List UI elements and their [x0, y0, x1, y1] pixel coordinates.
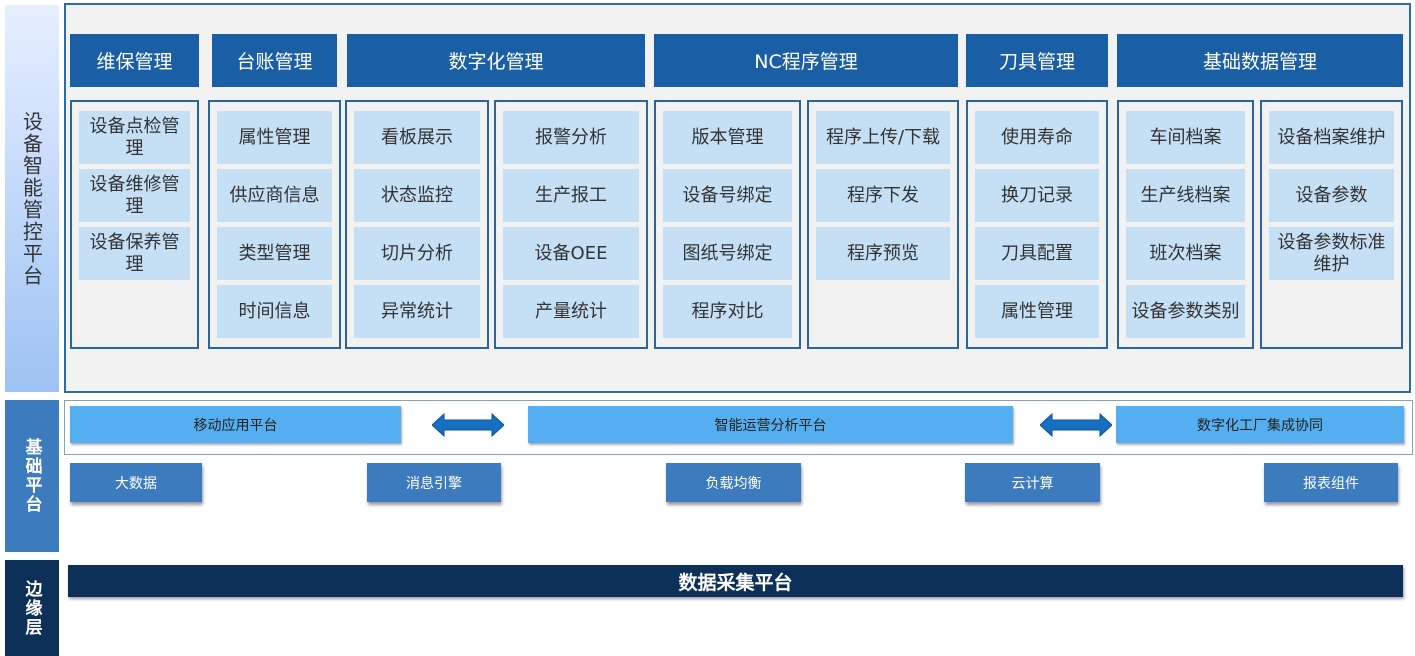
function-item[interactable]: 时间信息 — [217, 285, 332, 338]
function-item[interactable]: 属性管理 — [217, 111, 332, 164]
function-item[interactable]: 图纸号绑定 — [663, 227, 792, 280]
module-header[interactable]: NC程序管理 — [654, 34, 958, 87]
function-item[interactable]: 程序对比 — [663, 285, 792, 338]
function-item[interactable]: 设备维修管理 — [79, 169, 190, 222]
double-arrow-icon — [432, 413, 504, 437]
platform-analytics: 智能运营分析平台 — [528, 406, 1013, 443]
function-item[interactable]: 切片分析 — [354, 227, 480, 280]
function-item[interactable]: 报警分析 — [503, 111, 639, 164]
data-collection-platform: 数据采集平台 — [68, 565, 1403, 597]
platform-integration: 数字化工厂集成协同 — [1116, 406, 1404, 443]
module-header[interactable]: 维保管理 — [70, 34, 199, 87]
module-header[interactable]: 基础数据管理 — [1117, 34, 1403, 87]
module-column: 看板展示状态监控切片分析异常统计 — [345, 100, 489, 349]
function-item[interactable]: 设备参数 — [1269, 169, 1394, 222]
function-item[interactable]: 设备点检管理 — [79, 111, 190, 164]
module-column: 属性管理供应商信息类型管理时间信息 — [208, 100, 341, 349]
function-item[interactable]: 设备号绑定 — [663, 169, 792, 222]
service-reports: 报表组件 — [1264, 463, 1398, 502]
function-item[interactable]: 换刀记录 — [975, 169, 1099, 222]
double-arrow-icon — [1040, 413, 1112, 437]
function-item[interactable]: 状态监控 — [354, 169, 480, 222]
module-column: 车间档案生产线档案班次档案设备参数类别 — [1117, 100, 1254, 349]
function-item[interactable]: 班次档案 — [1126, 227, 1245, 280]
function-item[interactable]: 使用寿命 — [975, 111, 1099, 164]
function-item[interactable]: 设备档案维护 — [1269, 111, 1394, 164]
function-item[interactable]: 异常统计 — [354, 285, 480, 338]
function-item[interactable]: 设备参数类别 — [1126, 285, 1245, 338]
module-column: 程序上传/下载程序下发程序预览 — [807, 100, 959, 349]
function-item[interactable]: 程序下发 — [816, 169, 950, 222]
function-item[interactable]: 车间档案 — [1126, 111, 1245, 164]
function-item[interactable]: 看板展示 — [354, 111, 480, 164]
module-column: 使用寿命换刀记录刀具配置属性管理 — [966, 100, 1108, 349]
function-item[interactable]: 产量统计 — [503, 285, 639, 338]
service-message-engine: 消息引擎 — [367, 463, 501, 502]
module-header[interactable]: 台账管理 — [212, 34, 337, 87]
service-load-balance: 负载均衡 — [666, 463, 801, 502]
function-item[interactable]: 供应商信息 — [217, 169, 332, 222]
function-item[interactable]: 刀具配置 — [975, 227, 1099, 280]
module-header[interactable]: 数字化管理 — [347, 34, 645, 87]
service-cloud: 云计算 — [965, 463, 1100, 502]
module-column: 设备点检管理设备维修管理设备保养管理 — [70, 100, 199, 349]
function-item[interactable]: 生产线档案 — [1126, 169, 1245, 222]
function-item[interactable]: 程序上传/下载 — [816, 111, 950, 164]
module-header[interactable]: 刀具管理 — [966, 34, 1108, 87]
service-big-data: 大数据 — [70, 463, 202, 502]
function-item[interactable]: 生产报工 — [503, 169, 639, 222]
function-item[interactable]: 设备参数标准维护 — [1269, 227, 1394, 280]
function-item[interactable]: 设备保养管理 — [79, 227, 190, 280]
layer-label-application: 设备智能管控平台 — [5, 5, 59, 392]
layer-label-foundation: 基础平台 — [5, 400, 59, 552]
function-item[interactable]: 设备OEE — [503, 227, 639, 280]
function-item[interactable]: 类型管理 — [217, 227, 332, 280]
platform-mobile: 移动应用平台 — [70, 406, 401, 443]
function-item[interactable]: 版本管理 — [663, 111, 792, 164]
module-column: 设备档案维护设备参数设备参数标准维护 — [1260, 100, 1403, 349]
module-column: 版本管理设备号绑定图纸号绑定程序对比 — [654, 100, 801, 349]
function-item[interactable]: 属性管理 — [975, 285, 1099, 338]
layer-label-edge: 边缘层 — [5, 560, 59, 656]
function-item[interactable]: 程序预览 — [816, 227, 950, 280]
